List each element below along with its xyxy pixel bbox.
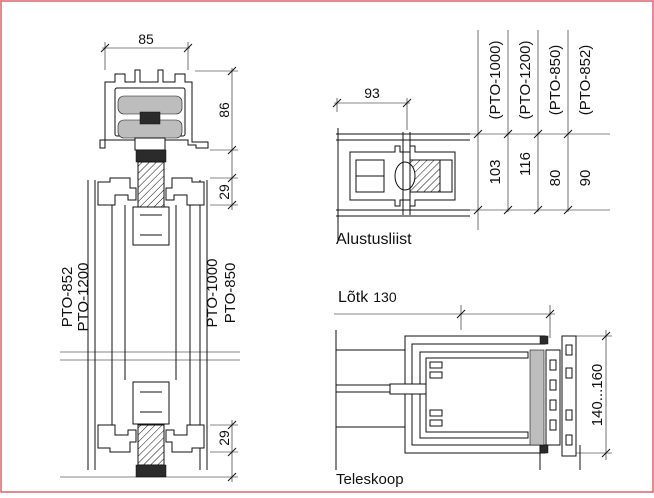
dim-86: 86 <box>216 102 232 118</box>
val-90: 90 <box>577 170 594 187</box>
dim-85: 85 <box>138 31 154 47</box>
caption-alustusliist: Alustusliist <box>336 231 412 248</box>
caption-teleskoop: Teleskoop <box>336 471 404 488</box>
label-pto-1000: PTO-1000 <box>204 259 221 328</box>
val-80: 80 <box>547 170 564 187</box>
label-pto-852: PTO-852 <box>59 267 76 328</box>
dim-29-bottom: 29 <box>216 430 232 446</box>
label-pto-1200: PTO-1200 <box>75 263 92 332</box>
col-pto-852: (PTO-852) <box>577 45 594 116</box>
dim-93: 93 <box>364 85 380 101</box>
label-pto-850: PTO-850 <box>222 263 239 324</box>
dim-140-160: 140...160 <box>589 364 606 427</box>
col-pto-850: (PTO-850) <box>547 45 564 116</box>
door-section-view: 85 <box>59 31 240 482</box>
base-strip-detail: 93 (PTO-1000) (PTO-1200) (PTO <box>332 30 610 248</box>
col-pto-1200: (PTO-1200) <box>517 41 534 120</box>
col-pto-1000: (PTO-1000) <box>487 41 504 120</box>
dim-29-top: 29 <box>216 184 232 200</box>
val-103: 103 <box>487 159 504 184</box>
val-116: 116 <box>517 152 534 176</box>
